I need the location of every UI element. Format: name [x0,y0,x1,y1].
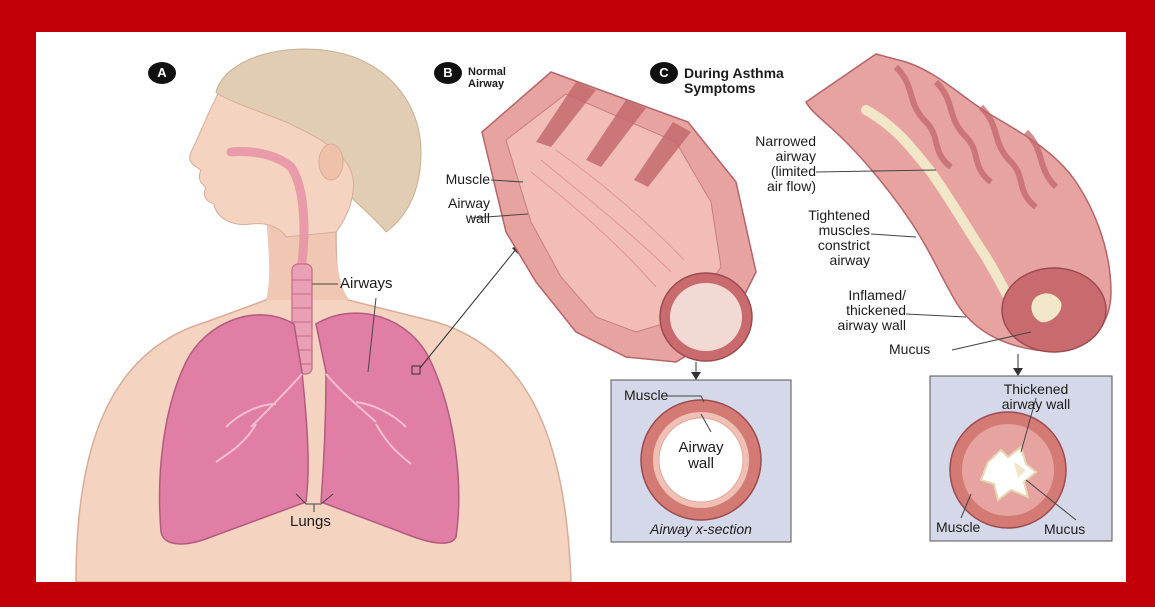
narrowed-line2: airway [712,149,816,164]
normal-wall-line2: wall [410,211,490,226]
airways-label: Airways [340,276,393,291]
panel-b-title: Normal Airway [468,66,506,90]
normal-airway-tube [472,72,756,380]
tightened-line2: muscles [766,223,870,238]
inset-wall-line1: Airway [661,440,741,456]
tightened-muscles-label: Tightened muscles constrict airway [766,208,870,268]
tightened-line1: Tightened [766,208,870,223]
narrowed-line3: (limited [712,164,816,179]
narrowed-line1: Narrowed [712,134,816,149]
inset-c-muscle-label: Muscle [936,520,980,535]
diagram-artwork [36,32,1126,582]
panel-c-badge: C [650,62,678,84]
normal-airway-wall-label: Airway wall [410,196,490,226]
inset-airway-wall-label: Airway wall [661,440,741,472]
inflamed-line3: airway wall [798,318,906,333]
panel-b-badge: B [434,62,462,84]
panel-b-title-line2: Airway [468,78,506,90]
lungs-label: Lungs [290,514,331,529]
thickened-line1: Thickened [981,382,1091,397]
inflamed-line1: Inflamed/ [798,288,906,303]
tightened-line4: airway [766,253,870,268]
mucus-label: Mucus [889,342,930,357]
inset-c-mucus-label: Mucus [1044,522,1085,537]
inset-wall-line2: wall [661,456,741,472]
panel-c-title-line1: During Asthma [684,66,784,81]
asthma-diagram-canvas: A B C Normal Airway During Asthma Sympto… [36,32,1126,582]
narrowed-line4: air flow) [712,179,816,194]
tightened-line3: constrict [766,238,870,253]
panel-c-title-line2: Symptoms [684,81,784,96]
inset-caption: Airway x-section [611,522,791,537]
normal-wall-line1: Airway [410,196,490,211]
narrowed-airway-label: Narrowed airway (limited air flow) [712,134,816,194]
panel-b-title-line1: Normal [468,66,506,78]
inflamed-wall-label: Inflamed/ thickened airway wall [798,288,906,333]
thickened-wall-label: Thickened airway wall [981,382,1091,412]
panel-a-badge: A [148,62,176,84]
inflamed-line2: thickened [798,303,906,318]
panel-c-title: During Asthma Symptoms [684,66,784,96]
inset-muscle-label: Muscle [624,388,668,403]
thickened-line2: airway wall [981,397,1091,412]
normal-muscle-label: Muscle [410,172,490,187]
